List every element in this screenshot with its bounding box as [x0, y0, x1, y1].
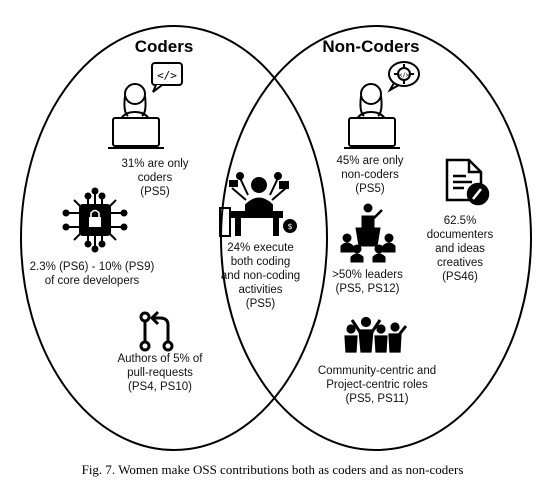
woman-laptop-code-icon: </> — [108, 62, 183, 149]
pull-requests-label: Authors of 5% of pull-requests (PS4, PS1… — [117, 353, 203, 393]
non-coders-circle — [220, 25, 532, 451]
crowd-icon — [344, 316, 408, 353]
core-developers-label: 2.3% (PS6) - 10% (PS9) of core developer… — [29, 261, 155, 287]
both-activities-label: 24% execute both coding and non-coding a… — [220, 242, 301, 310]
community-roles-label: Community-centric and Project-centric ro… — [317, 365, 437, 405]
svg-text:$: $ — [287, 222, 292, 231]
leaders-label: >50% leaders (PS5, PS12) — [332, 269, 403, 295]
pull-request-icon — [139, 310, 174, 352]
figure-caption: Fig. 7. Women make OSS contributions bot… — [81, 462, 464, 477]
only-coders-label: 31% are only coders (PS5) — [121, 158, 189, 198]
documenters-label: 62.5% documenters and ideas creatives (P… — [426, 215, 494, 283]
non-coders-heading: Non-Coders — [322, 37, 420, 56]
podium-leader-icon — [340, 203, 396, 263]
chip-lock-icon — [62, 187, 128, 253]
woman-multitasking-icon: $ — [219, 172, 297, 237]
svg-text:</>: </> — [157, 69, 177, 82]
only-noncoders-label: 45% are only non-coders (PS5) — [336, 155, 404, 195]
coders-heading: Coders — [134, 37, 194, 56]
document-pen-icon — [445, 158, 490, 206]
svg-text:</>: </> — [399, 72, 410, 79]
woman-laptop-gear-icon: </> — [344, 61, 420, 149]
coders-circle — [20, 25, 328, 451]
